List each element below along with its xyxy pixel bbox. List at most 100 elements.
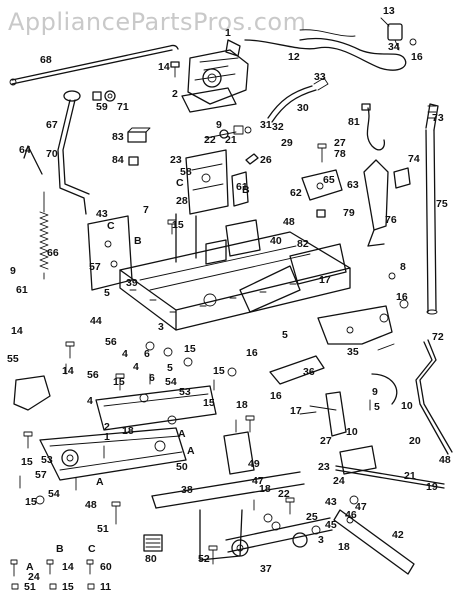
- callout-54b: 54: [48, 488, 60, 500]
- main-frame: [119, 213, 351, 331]
- callout-14: 14: [158, 61, 170, 73]
- part-35-bracket: [317, 305, 393, 345]
- callout-62: 62: [290, 187, 302, 199]
- callout-15e: 15: [203, 397, 215, 409]
- callout-35: 35: [347, 346, 359, 358]
- callout-16b: 16: [396, 291, 408, 303]
- callout-61b: 61: [16, 284, 28, 296]
- part-74-clip: [393, 167, 411, 189]
- callout-46: 46: [345, 509, 357, 521]
- callout-47: 47: [252, 475, 264, 487]
- callout-28: 28: [176, 195, 188, 207]
- callout-4c: 4: [87, 395, 93, 407]
- part-12-cable: [244, 29, 407, 71]
- part-62-plate: [301, 169, 343, 201]
- legend-b-letter: B: [56, 543, 64, 555]
- part-50-arm: [39, 427, 187, 481]
- part-49-bracket: [223, 419, 255, 475]
- callout-16: 16: [411, 51, 423, 63]
- callout-57: 57: [89, 261, 101, 273]
- legend-nut-icons: [11, 583, 95, 590]
- callout-13: 13: [383, 5, 395, 17]
- legend-b2-part: 15: [62, 581, 74, 593]
- callout-45: 45: [325, 519, 337, 531]
- part-52-bolt: [208, 545, 218, 565]
- part-1-arm: [95, 385, 217, 431]
- callout-17: 17: [319, 274, 331, 286]
- callout-3: 3: [158, 321, 164, 333]
- legend-a-bolt-icon: [10, 559, 18, 577]
- part-19-rod: [335, 465, 445, 489]
- callout-33: 33: [314, 71, 326, 83]
- callout-10b: 10: [346, 426, 358, 438]
- part-38-axle: [151, 471, 333, 561]
- callout-21: 21: [225, 134, 237, 146]
- callout-9b: 9: [10, 265, 16, 277]
- callout-34: 34: [388, 41, 400, 53]
- part-84-nut: [128, 156, 139, 166]
- callout-67: 67: [46, 119, 58, 131]
- callout-40: 40: [270, 235, 282, 247]
- part-30-tube: [267, 77, 329, 123]
- callout-53b: 53: [41, 454, 53, 466]
- callout-20: 20: [409, 435, 421, 447]
- part-21-hardware: [205, 125, 252, 139]
- callout-14b: 14: [11, 325, 23, 337]
- callout-1b: 1: [104, 431, 110, 443]
- callout-30: 30: [297, 102, 309, 114]
- callout-15: 15: [172, 219, 184, 231]
- callout-32: 32: [272, 121, 284, 133]
- callout-5c: 5: [167, 362, 173, 374]
- callout-80: 80: [145, 553, 157, 565]
- callout-72: 72: [432, 331, 444, 343]
- callout-49: 49: [248, 458, 260, 470]
- callout-5d: 5: [374, 401, 380, 413]
- callout-15c: 15: [213, 365, 225, 377]
- callout-4b: 4: [133, 361, 139, 373]
- callout-2b: 2: [104, 421, 110, 433]
- part-61-bracket: [231, 171, 249, 207]
- callout-15b: 15: [184, 343, 196, 355]
- part-80-grille: [143, 534, 163, 552]
- callout-56b: 56: [87, 369, 99, 381]
- callout-8: 8: [400, 261, 406, 273]
- callout-64: 64: [19, 144, 31, 156]
- callout-66: 66: [47, 247, 59, 259]
- callout-78: 78: [334, 148, 346, 160]
- legend-b-part: 14: [62, 561, 74, 573]
- part-10-rod: [371, 339, 453, 455]
- callout-54: 54: [165, 376, 177, 388]
- part-23-bracket: [339, 445, 377, 475]
- callout-42: 42: [392, 529, 404, 541]
- callout-9: 9: [216, 119, 222, 131]
- callout-57b: 57: [35, 469, 47, 481]
- part-66-spring: [39, 191, 49, 280]
- callout-6b: 6: [149, 372, 155, 384]
- callout-A2: A: [187, 445, 195, 457]
- callout-18d: 18: [338, 541, 350, 553]
- callout-4: 4: [122, 348, 128, 360]
- callout-15g: 15: [25, 496, 37, 508]
- callout-52: 52: [198, 553, 210, 565]
- callout-39: 39: [126, 277, 138, 289]
- callout-18: 18: [236, 399, 248, 411]
- callout-55: 55: [7, 353, 19, 365]
- part-55-plate: [13, 375, 51, 411]
- callout-A: A: [178, 428, 186, 440]
- callout-81: 81: [348, 116, 360, 128]
- callout-1: 1: [225, 27, 231, 39]
- callout-24: 24: [333, 475, 345, 487]
- hardware-legend: A 24 B 14 C 60 51 15 11: [10, 543, 112, 593]
- part-1-gearbox: [181, 39, 249, 113]
- legend-c2-part: 11: [100, 581, 111, 593]
- part-57-side-plate: [87, 215, 133, 291]
- callout-71: 71: [117, 101, 129, 113]
- part-27-link: [309, 391, 347, 437]
- part-75-tube: [425, 103, 439, 315]
- legend-b-bolt-icon: [46, 559, 54, 575]
- callout-14c: 14: [62, 365, 74, 377]
- legend-a2-part: 51: [24, 581, 36, 593]
- callout-22: 22: [204, 134, 216, 146]
- legend-c-bolt-icon: [86, 559, 94, 575]
- callout-48b: 48: [439, 454, 451, 466]
